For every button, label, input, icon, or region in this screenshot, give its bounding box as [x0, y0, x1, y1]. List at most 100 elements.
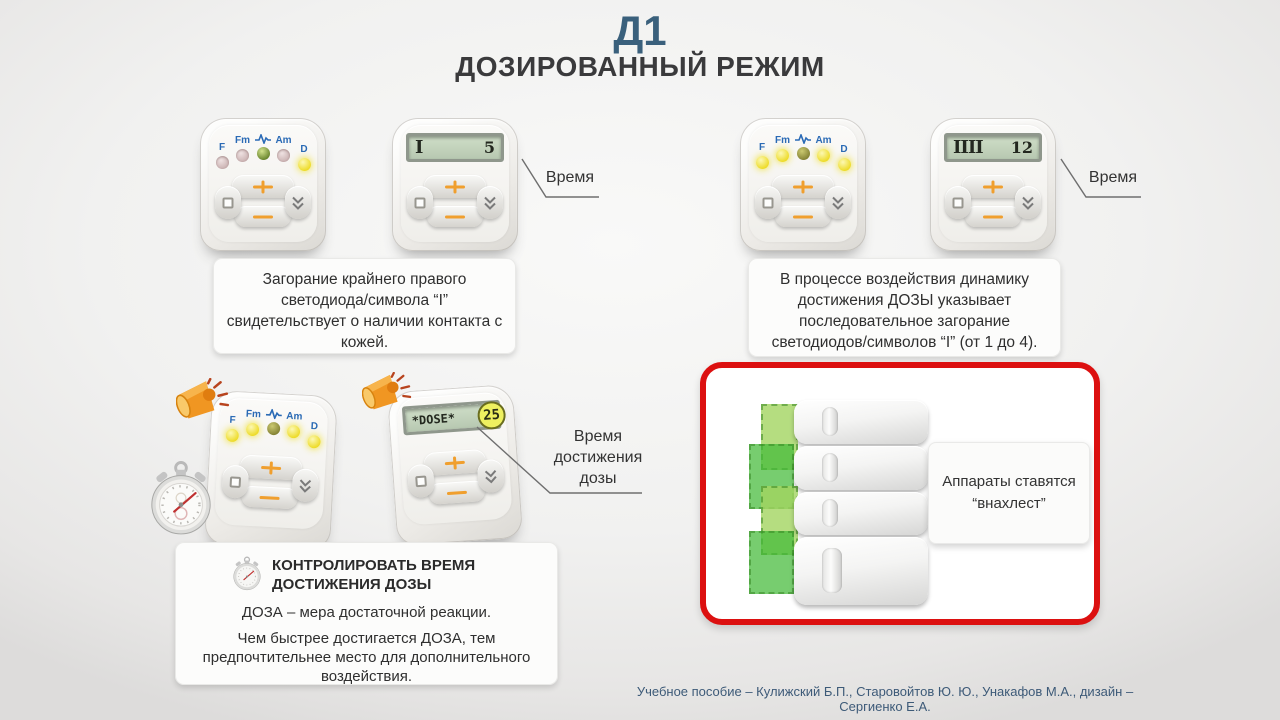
waveform-icon [255, 132, 271, 146]
chevron-double-down-icon [292, 196, 304, 210]
led-item-am: Am [814, 136, 834, 162]
belt-clip [822, 498, 838, 528]
select-button [285, 186, 311, 219]
device-face: I 5 [401, 125, 509, 242]
dose-time-label: Время достижения дозы [553, 428, 643, 487]
led-row: F Fm Am D [222, 406, 325, 449]
waveform-icon [265, 407, 283, 421]
overlap-zone-4 [749, 531, 794, 594]
led-item-f: F [212, 143, 232, 169]
led-am [286, 424, 301, 439]
led-item-fm: Fm [233, 136, 253, 162]
led-am [817, 149, 830, 162]
plus-button [232, 175, 294, 198]
chevron-double-down-icon [484, 196, 496, 210]
note-overlap: Аппараты ставятся “внахлест” [928, 442, 1090, 544]
led-f [215, 156, 229, 169]
led-item-waveform [793, 132, 813, 160]
led-item-fm: Fm [773, 136, 793, 162]
device-contact-leds: F Fm Am D [200, 118, 326, 251]
led-label-am: Am [275, 135, 292, 146]
time-left-label: Время [545, 169, 595, 186]
device-face: IIII 12 [939, 125, 1047, 242]
square-icon [952, 197, 964, 208]
megaphone-icon [175, 377, 232, 433]
minus-button [428, 480, 486, 505]
belt-clip [822, 547, 842, 593]
led-item-waveform [253, 132, 273, 160]
select-button [825, 186, 851, 219]
led-row: F Fm Am D [212, 132, 314, 171]
led-item-d: D [303, 421, 324, 449]
square-icon [762, 197, 774, 208]
led-label-f: F [218, 142, 226, 153]
device-sound-leds: F Fm Am D [204, 389, 338, 551]
led-label-d: D [300, 144, 308, 155]
credits: Учебное пособие – Кулижский Б.П., Старов… [636, 684, 1134, 714]
led-waveform [266, 421, 281, 436]
mode-button [221, 464, 250, 499]
button-cluster [401, 175, 509, 237]
led-label-f: F [758, 142, 766, 153]
led-waveform [256, 147, 270, 160]
control-heading-row: КОНТРОЛИРОВАТЬ ВРЕМЯ ДОСТИЖЕНИЯ ДОЗЫ [185, 555, 548, 597]
lcd-dose-label: *DOSE* [411, 410, 456, 428]
mode-code: Д1 [613, 7, 667, 54]
device-face: F Fm Am D [749, 125, 857, 242]
minus-button [775, 206, 831, 227]
control-heading: КОНТРОЛИРОВАТЬ ВРЕМЯ ДОСТИЖЕНИЯ ДОЗЫ [272, 557, 476, 594]
device-face: F Fm Am D [214, 397, 329, 530]
led-label-fm: Fm [235, 135, 250, 146]
led-item-fm: Fm [242, 408, 263, 437]
square-icon [229, 475, 242, 488]
square-icon [415, 475, 427, 487]
device-progress-leds: F Fm Am D [740, 118, 866, 251]
stacked-device-1 [794, 400, 928, 444]
lcd-value: 12 [1010, 137, 1033, 157]
led-row: F Fm Am D [752, 132, 854, 171]
led-label-fm: Fm [775, 135, 790, 146]
minus-button [427, 206, 483, 227]
chevron-double-down-icon [299, 478, 312, 493]
mode-button [755, 186, 781, 219]
lcd-symbols: I [415, 136, 423, 158]
button-cluster [749, 175, 857, 237]
mode-button [406, 463, 436, 499]
led-item-f: F [752, 143, 772, 169]
led-item-d: D [294, 145, 314, 171]
led-item-d: D [834, 145, 854, 171]
button-cluster [939, 175, 1047, 237]
device-face: F Fm Am D [209, 125, 317, 242]
minus-icon [253, 215, 273, 218]
stacked-device-3 [794, 492, 928, 535]
led-f [755, 156, 769, 169]
led-fm [236, 149, 249, 162]
lcd-display: *DOSE* 25 [401, 399, 507, 436]
stacked-device-4 [794, 537, 928, 605]
led-fm [245, 422, 260, 437]
lcd-symbols: IIII [953, 136, 984, 158]
led-label-am: Am [285, 410, 303, 423]
note-control: КОНТРОЛИРОВАТЬ ВРЕМЯ ДОСТИЖЕНИЯ ДОЗЫ ДОЗ… [175, 542, 558, 685]
mode-button [215, 186, 241, 219]
led-label-fm: Fm [245, 408, 262, 421]
led-d [837, 158, 851, 171]
belt-clip [822, 407, 838, 437]
control-line1: ДОЗА – мера достаточной реакции. [241, 604, 492, 622]
minus-button [965, 206, 1021, 227]
button-cluster [215, 453, 326, 521]
control-line2: Чем быстрее достигается ДОЗА, тем предпо… [202, 629, 531, 685]
overlap-panel: Аппараты ставятся “внахлест” [700, 362, 1100, 625]
led-am [277, 149, 290, 162]
led-label-d: D [840, 144, 848, 155]
select-button [476, 458, 505, 494]
device-progress-display: IIII 12 [930, 118, 1056, 251]
stopwatch-icon [146, 458, 216, 541]
select-button [1015, 186, 1041, 219]
minus-button [241, 485, 299, 510]
page-title: ДОЗИРОВАННЫЙ РЕЖИМ [455, 51, 825, 82]
select-button [291, 468, 320, 503]
chevron-double-down-icon [484, 469, 497, 483]
plus-button [772, 175, 834, 198]
